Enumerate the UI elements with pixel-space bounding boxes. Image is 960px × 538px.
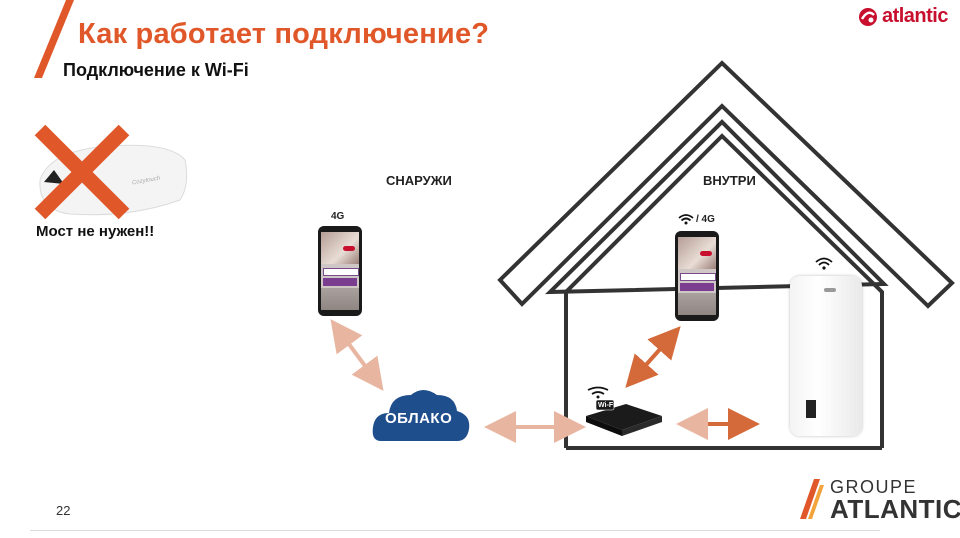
groupe-logo-line1: GROUPE	[830, 477, 918, 497]
cloud-label: ОБЛАКО	[385, 412, 453, 427]
cloud: ОБЛАКО	[371, 385, 471, 443]
smartphone-outside	[318, 226, 362, 316]
bottom-divider	[30, 530, 880, 538]
heater-control-panel	[806, 400, 816, 418]
router-wifi-icon	[587, 386, 609, 391]
wifi-icon	[678, 214, 694, 225]
arrow-phone-cloud	[330, 319, 384, 391]
phone-inside-network-text: / 4G	[696, 214, 715, 225]
heater-brand-mark	[824, 288, 836, 292]
phone-outside-network-label: 4G	[331, 211, 345, 222]
page-title: Как работает подключение?	[78, 18, 490, 50]
page-subtitle: Подключение к Wi-Fi	[63, 60, 249, 80]
outside-label: СНАРУЖИ	[386, 173, 452, 188]
cross-mark-icon	[34, 124, 130, 220]
groupe-atlantic-logo: GROUPE ATLANTIC	[798, 478, 960, 522]
arrow-router-phone	[625, 326, 681, 388]
atlantic-logo-text: atlantic	[881, 5, 949, 27]
accent-slash	[34, 0, 74, 78]
groupe-atlantic-stripes-icon	[800, 479, 824, 519]
phone-inside-network-label: / 4G	[678, 214, 715, 225]
no-bridge-label: Мост не нужен!!	[36, 223, 155, 240]
heater-wifi-icon	[815, 257, 833, 270]
groupe-logo-line2: ATLANTIC	[830, 494, 960, 524]
phone-screen	[678, 237, 716, 315]
router-device	[586, 386, 662, 436]
phone-screen	[321, 232, 359, 310]
atlantic-logo: atlantic	[857, 5, 949, 28]
smartphone-inside	[675, 231, 719, 321]
cloud-icon	[372, 390, 470, 441]
atlantic-swirl-icon	[858, 7, 877, 26]
page-number: 22	[56, 503, 71, 518]
water-heater	[790, 276, 862, 436]
inside-label: ВНУТРИ	[703, 173, 756, 188]
router-label: Wi-Fi	[598, 402, 616, 409]
